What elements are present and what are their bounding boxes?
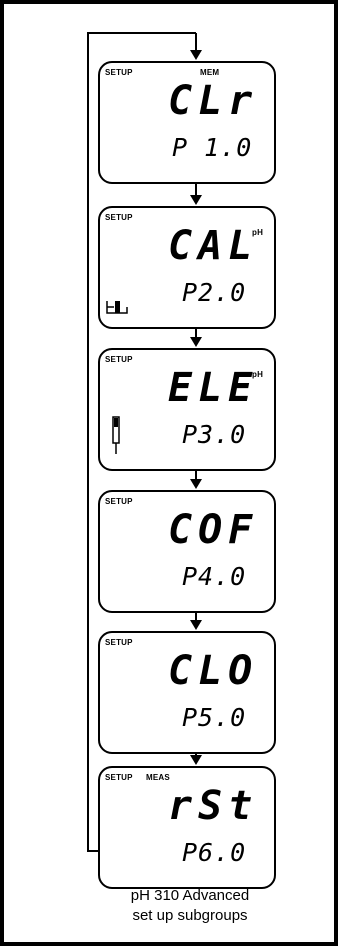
lcd-display-p5: SETUP CLO P5.0 (98, 631, 276, 754)
caption-line-2: set up subgroups (132, 907, 248, 924)
main-readout: ELE (168, 365, 259, 411)
setup-indicator: SETUP (105, 497, 133, 506)
setup-indicator: SETUP (105, 68, 133, 77)
parameter-readout: P2.0 (182, 278, 247, 307)
parameter-readout: P 1.0 (172, 133, 253, 162)
arrow-down-6 (190, 755, 202, 765)
main-readout: CAL (168, 223, 259, 269)
figure-caption: pH 310 Advanced set up subgroups (60, 886, 320, 926)
parameter-readout: P6.0 (182, 838, 247, 867)
lcd-display-p4: SETUP COF P4.0 (98, 490, 276, 613)
setup-indicator: SETUP (105, 355, 133, 364)
setup-indicator: SETUP (105, 638, 133, 647)
parameter-readout: P4.0 (182, 562, 247, 591)
setup-indicator: SETUP (105, 213, 133, 222)
arrow-down-3 (190, 337, 202, 347)
parameter-readout: P3.0 (182, 420, 247, 449)
arrow-down-2 (190, 195, 202, 205)
electrode-icon (112, 416, 120, 454)
ph-unit: pH (252, 370, 264, 379)
main-readout: COF (168, 507, 259, 553)
meas-indicator: MEAS (146, 773, 170, 782)
caption-line-1: pH 310 Advanced (130, 887, 250, 904)
lcd-display-p1: SETUP MEM CLr P 1.0 (98, 61, 276, 184)
setup-indicator: SETUP (105, 773, 133, 782)
arrow-down-4 (190, 479, 202, 489)
main-readout: CLO (168, 648, 259, 694)
ph-unit: pH (252, 228, 264, 237)
mem-indicator: MEM (200, 68, 220, 77)
arrow-down-1 (190, 50, 202, 60)
arrow-down-5 (190, 620, 202, 630)
beaker-icon (106, 301, 128, 314)
parameter-readout: P5.0 (182, 703, 247, 732)
main-readout: CLr (168, 78, 259, 124)
lcd-display-p3: SETUP ELE pH P3.0 (98, 348, 276, 471)
lcd-display-p2: SETUP CAL pH P2.0 (98, 206, 276, 329)
main-readout: rSt (168, 783, 259, 829)
lcd-display-p6: SETUP MEAS rSt P6.0 (98, 766, 276, 889)
